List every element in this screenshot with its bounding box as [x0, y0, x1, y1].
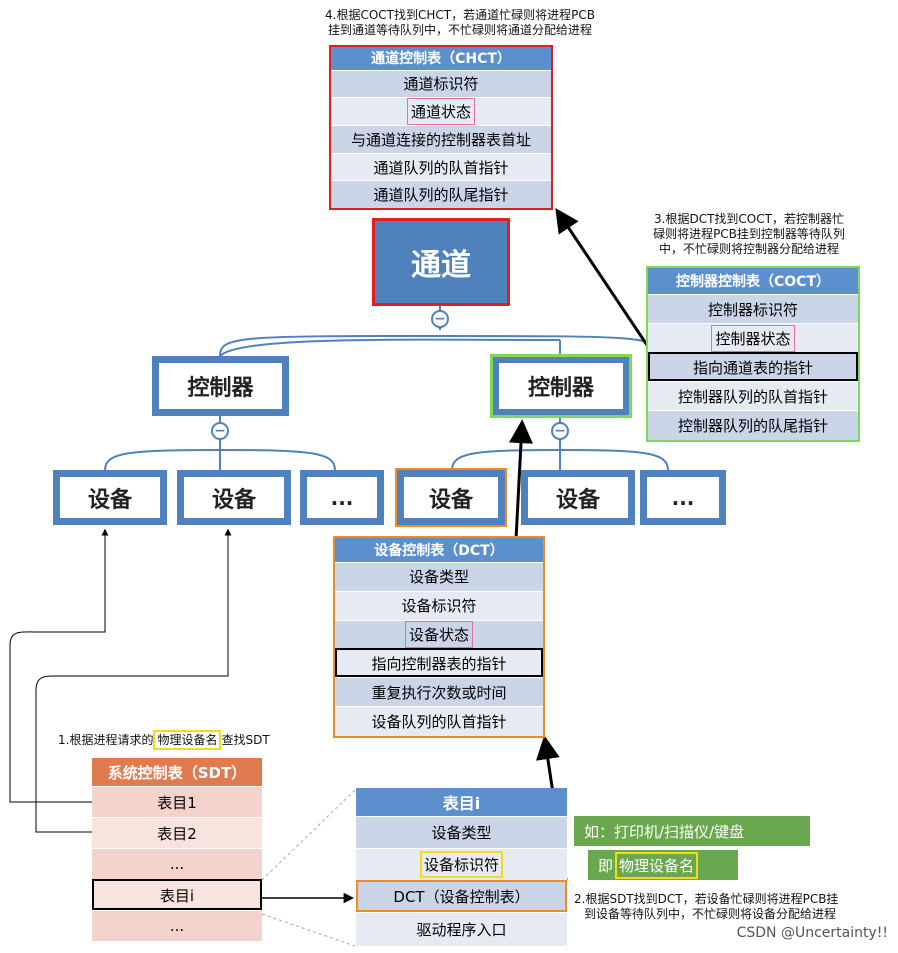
chct-row: 通道队列的队尾指针	[331, 180, 551, 209]
step2-note: 2.根据SDT找到DCT，若设备忙碌则将进程PCB挂 到设备等待队列中，不忙碌则…	[574, 892, 894, 922]
device-node: 设备	[521, 470, 635, 525]
dct-row: 重复执行次数或时间	[335, 677, 543, 707]
device-more-node: ...	[300, 470, 384, 525]
channel-node: 通道	[372, 218, 510, 306]
coct-row: 控制器标识符	[648, 294, 858, 323]
sdt-row: ...	[92, 848, 262, 879]
entry-title: 表目i	[356, 788, 567, 816]
step3-line1: 3.根据DCT找到COCT，若控制器忙	[654, 212, 844, 226]
device-id-highlight: 设备标识符	[419, 851, 503, 878]
entry-row-dct: DCT（设备控制表）	[356, 880, 567, 912]
controller-status-highlight: 控制器状态	[711, 324, 795, 352]
controller-node-left: 控制器	[152, 356, 289, 416]
entry-row: 设备类型	[356, 816, 567, 848]
dct-row: 设备类型	[335, 561, 543, 591]
sdt-row-entry-i: 表目i	[92, 879, 262, 910]
dct-row: 设备标识符	[335, 590, 543, 620]
collapse-icon[interactable]: −	[211, 422, 229, 440]
sdt-lines	[9, 528, 232, 833]
device-more-node: ...	[640, 470, 726, 525]
chct-row: 通道标识符	[331, 69, 551, 98]
device-type-example-tag: 如：打印机/扫描仪/键盘	[574, 816, 810, 846]
coct-row: 控制器状态	[648, 323, 858, 352]
sdt-row: ...	[92, 910, 262, 941]
controller-node-right: 控制器	[490, 354, 632, 418]
device-status-highlight: 设备状态	[404, 621, 473, 649]
dct-title: 设备控制表（DCT）	[335, 538, 543, 562]
entry-i-table: 表目i 设备类型 设备标识符 DCT（设备控制表） 驱动程序入口	[356, 788, 567, 946]
physical-device-name-tag-highlight: 物理设备名	[615, 851, 699, 879]
step1-note: 1.根据进程请求的物理设备名查找SDT	[58, 730, 318, 750]
step1-text-end: 查找SDT	[221, 733, 270, 747]
chct-table: 通道控制表（CHCT） 通道标识符 通道状态 与通道连接的控制器表首址 通道队列…	[329, 45, 553, 210]
chct-title: 通道控制表（CHCT）	[331, 47, 551, 70]
sdt-row: 表目2	[92, 817, 262, 848]
channel-status-highlight: 通道状态	[406, 98, 475, 126]
collapse-icon[interactable]: −	[431, 310, 449, 328]
dct-row: 设备队列的队首指针	[335, 706, 543, 737]
step3-line3: 中，不忙碌则将控制器分配给进程	[658, 242, 839, 256]
device-id-example-tag: 即物理设备名	[588, 850, 738, 880]
step1-text: 1.根据进程请求的	[58, 733, 154, 747]
coct-row: 控制器队列的队首指针	[648, 381, 858, 410]
step4-note: 4.根据COCT找到CHCT，若通道忙碌则将进程PCB 挂到通道等待队列中，不忙…	[250, 8, 670, 38]
dct-row: 设备状态	[335, 619, 543, 649]
step4-line1: 4.根据COCT找到CHCT，若通道忙碌则将进程PCB	[325, 8, 595, 22]
step3-note: 3.根据DCT找到COCT，若控制器忙 碌则将进程PCB挂到控制器等待队列 中，…	[620, 212, 878, 257]
watermark: CSDN @Uncertainty!!	[736, 925, 888, 941]
step4-line2: 挂到通道等待队列中，不忙碌则将通道分配给进程	[327, 23, 592, 37]
coct-row-channel-pointer: 指向通道表的指针	[648, 352, 858, 381]
coct-title: 控制器控制表（COCT）	[648, 268, 858, 294]
collapse-icon[interactable]: −	[551, 422, 569, 440]
sdt-table: 系统控制表（SDT） 表目1 表目2 ... 表目i ...	[92, 758, 262, 948]
coct-row: 控制器队列的队尾指针	[648, 410, 858, 440]
chct-row: 通道状态	[331, 97, 551, 126]
dct-row-controller-pointer: 指向控制器表的指针	[335, 648, 543, 678]
entry-row: 驱动程序入口	[356, 912, 567, 946]
physical-device-name-highlight: 物理设备名	[153, 730, 222, 750]
chct-row: 通道队列的队首指针	[331, 152, 551, 181]
chct-row: 与通道连接的控制器表首址	[331, 125, 551, 153]
coct-table: 控制器控制表（COCT） 控制器标识符 控制器状态 指向通道表的指针 控制器队列…	[646, 266, 860, 442]
sdt-title: 系统控制表（SDT）	[92, 758, 262, 786]
entry-row: 设备标识符	[356, 848, 567, 880]
step2-line2: 到设备等待队列中，不忙碌则将设备分配给进程	[584, 907, 837, 921]
device-node: 设备	[53, 470, 167, 525]
device-node-selected: 设备	[395, 468, 507, 527]
sdt-row: 表目1	[92, 786, 262, 817]
step3-line2: 碌则将进程PCB挂到控制器等待队列	[653, 227, 845, 241]
device-node: 设备	[177, 470, 291, 525]
dct-table: 设备控制表（DCT） 设备类型 设备标识符 设备状态 指向控制器表的指针 重复执…	[333, 536, 545, 738]
step2-line1: 2.根据SDT找到DCT，若设备忙碌则将进程PCB挂	[574, 892, 839, 906]
